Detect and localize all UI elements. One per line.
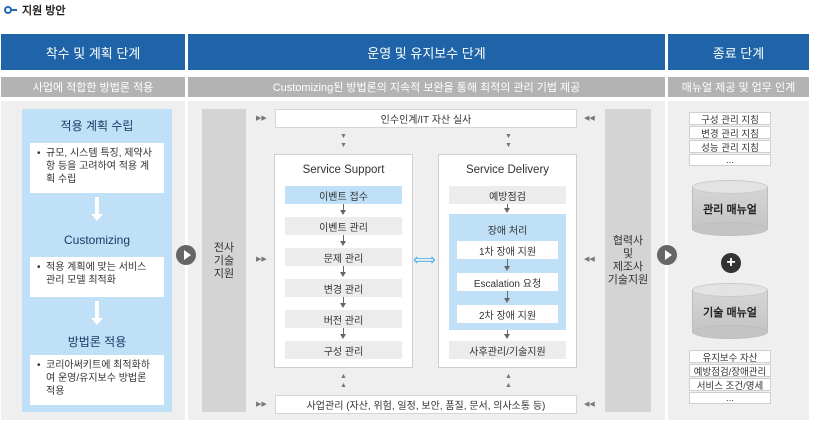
left-arrows-icon: ◀◀ xyxy=(584,115,595,122)
apply-step-title: 방법론 적용 xyxy=(67,335,127,349)
asset-item: 서비스 조건/명세 xyxy=(689,378,771,392)
right-arrows-icon: ▶▶ xyxy=(256,401,267,408)
guide-item: ... xyxy=(689,154,771,166)
down-arrow-icon xyxy=(91,301,103,327)
delivery-step: 예방점검 xyxy=(449,186,566,204)
guide-item: 성능 관리 지침 xyxy=(689,140,771,154)
bullet-key-icon xyxy=(4,6,17,14)
incident-step: 2차 장애 지원 xyxy=(457,305,558,323)
next-phase-arrow-icon xyxy=(657,245,677,265)
support-step: 문제 관리 xyxy=(285,248,402,266)
down-arrow-icon: ▼ xyxy=(505,133,512,140)
manual-database-icon: 관리 매뉴얼 xyxy=(692,180,768,236)
up-arrow-icon: ▲ xyxy=(505,382,512,389)
incident-step: Escalation 요청 xyxy=(457,273,558,291)
page-title: 지원 방안 xyxy=(22,5,66,17)
support-step: 이벤트 접수 xyxy=(285,186,402,204)
apply-step-desc: • 코리아써키트에 최적화하여 운영/유지보수 방법론 적용 xyxy=(30,355,164,405)
down-arrow-icon xyxy=(91,197,103,223)
phase-start-header: 착수 및 계획 단계 xyxy=(1,34,185,70)
guide-item: 변경 관리 지침 xyxy=(689,126,771,140)
up-arrow-icon: ▲ xyxy=(505,373,512,380)
asset-item: ... xyxy=(689,392,771,404)
left-arrows-icon: ◀◀ xyxy=(584,401,595,408)
page-title-row: 지원 방안 xyxy=(4,3,66,17)
support-step: 변경 관리 xyxy=(285,279,402,297)
double-arrow-icon: ⟺ xyxy=(413,252,436,269)
asset-item: 유지보수 자산 xyxy=(689,350,771,364)
up-arrow-icon: ▲ xyxy=(340,373,347,380)
manual-database-icon: 기술 매뉴얼 xyxy=(692,283,768,339)
project-management-bar: 사업관리 (자산, 위험, 일정, 보안, 품질, 문서, 의사소통 등) xyxy=(275,395,577,414)
service-delivery-title: Service Delivery xyxy=(465,164,550,176)
company-tech-support-column: 전사 기술 지원 xyxy=(202,109,246,412)
vendor-tech-support-column: 협력사 및 제조사 기술지원 xyxy=(605,109,651,412)
right-arrows-icon: ▶▶ xyxy=(256,115,267,122)
handover-bar: 인수인계/IT 자산 실사 xyxy=(275,109,577,128)
phase-operate-sub: Customizing된 방법론의 지속적 보완을 통해 최적의 관리 기법 제… xyxy=(188,77,665,97)
delivery-step: 사후관리/기술지원 xyxy=(449,341,566,359)
guide-item: 구성 관리 지침 xyxy=(689,112,771,126)
phase-end-sub: 매뉴얼 제공 및 업무 인계 xyxy=(668,77,809,97)
incident-group-title: 장애 처리 xyxy=(487,226,528,237)
next-phase-arrow-icon xyxy=(176,245,196,265)
operate-panel xyxy=(188,101,665,420)
phase-end-header: 종료 단계 xyxy=(668,34,809,70)
left-arrows-icon: ◀◀ xyxy=(584,256,595,263)
down-arrow-icon: ▼ xyxy=(340,133,347,140)
plan-step-title: 적용 계획 수립 xyxy=(60,119,134,133)
asset-item: 예방점검/장애관리 xyxy=(689,364,771,378)
right-arrows-icon: ▶▶ xyxy=(256,256,267,263)
plus-icon: + xyxy=(721,253,741,273)
customizing-step-desc: • 적용 계획에 맞는 서비스 관리 모델 최적화 xyxy=(30,257,164,297)
incident-step: 1차 장애 지원 xyxy=(457,241,558,259)
service-support-title: Service Support xyxy=(302,164,385,176)
service-support-panel: Service Support 이벤트 접수 이벤트 관리 문제 관리 변경 관… xyxy=(274,154,413,368)
support-step: 구성 관리 xyxy=(285,341,402,359)
phase-operate-header: 운영 및 유지보수 단계 xyxy=(188,34,665,70)
down-arrow-icon: ▼ xyxy=(505,142,512,149)
support-step: 버전 관리 xyxy=(285,310,402,328)
up-arrow-icon: ▲ xyxy=(340,382,347,389)
phase-start-sub: 사업에 적합한 방법론 적용 xyxy=(1,77,185,97)
down-arrow-icon: ▼ xyxy=(340,142,347,149)
plan-step-desc: • 규모, 시스템 특징, 제약사항 등을 고려하여 적용 계획 수립 xyxy=(30,143,164,193)
support-step: 이벤트 관리 xyxy=(285,217,402,235)
customizing-step-title: Customizing xyxy=(63,233,131,247)
planning-flow: 적용 계획 수립 • 규모, 시스템 특징, 제약사항 등을 고려하여 적용 계… xyxy=(22,109,172,412)
service-delivery-panel: Service Delivery 예방점검 장애 처리 1차 장애 지원 Esc… xyxy=(438,154,577,368)
